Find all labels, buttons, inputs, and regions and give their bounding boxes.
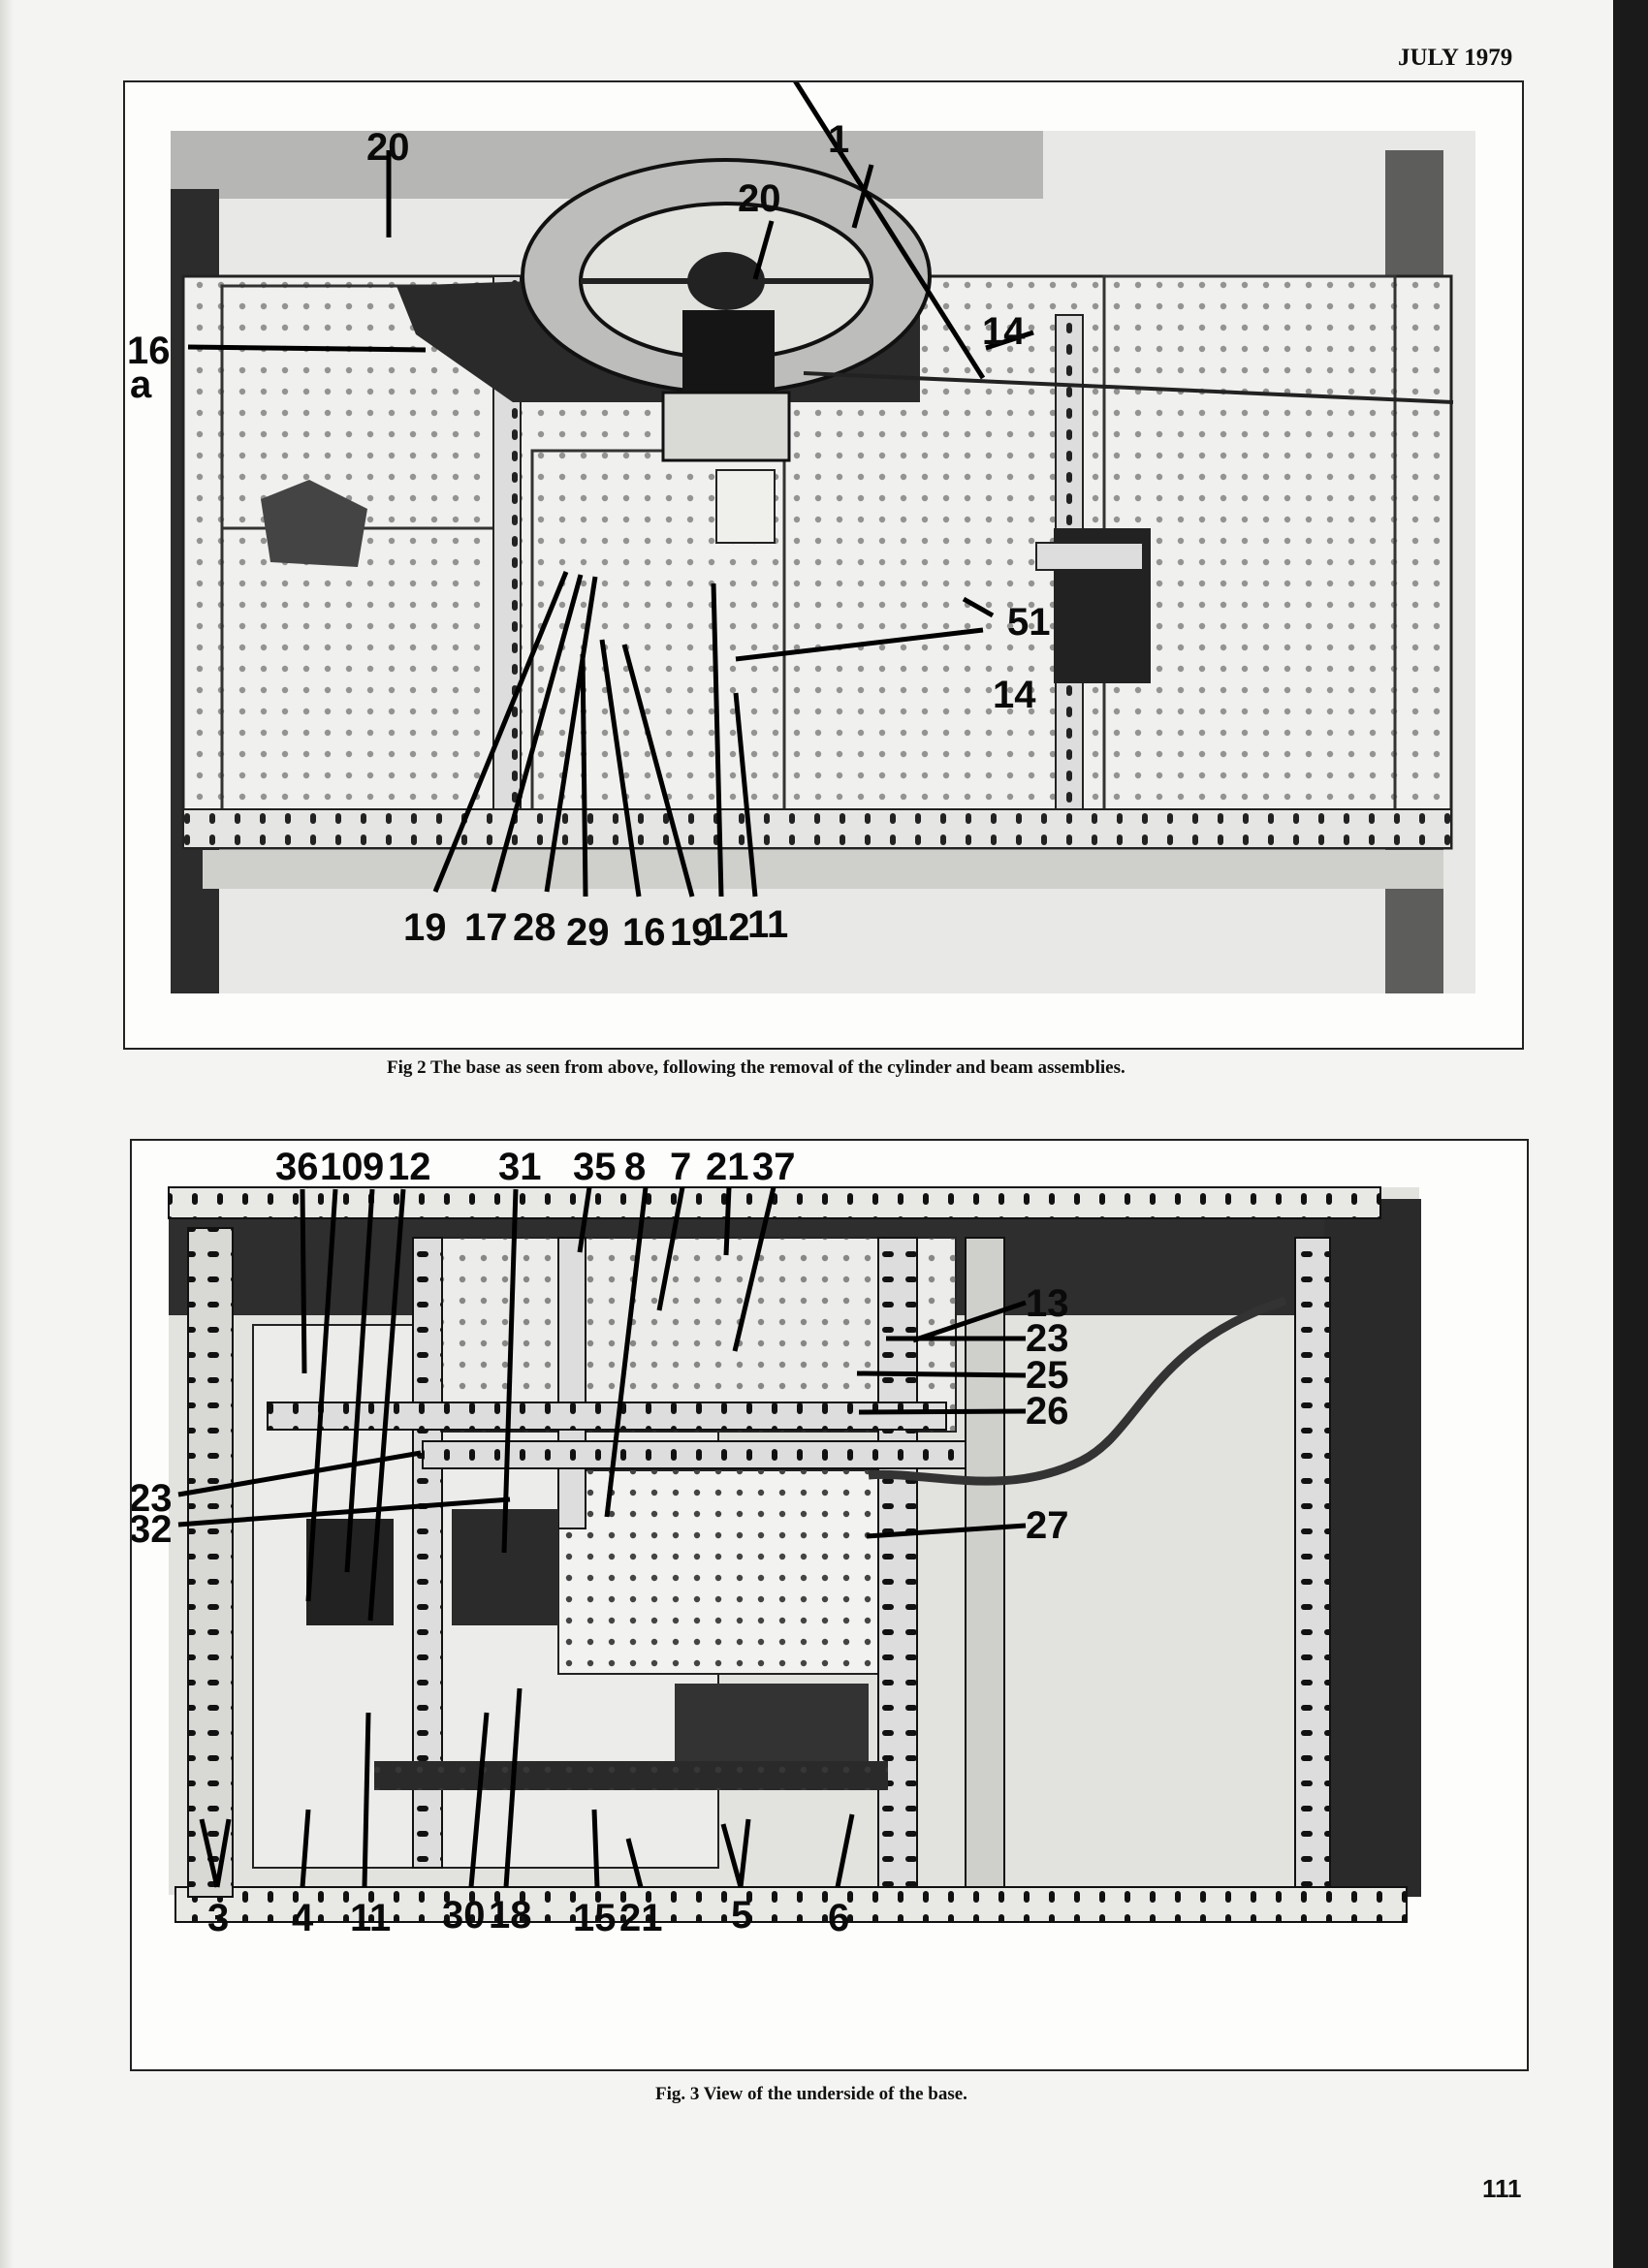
fig3-label-26: 26 (1026, 1390, 1069, 1433)
figure-2-illustration: 20 20 1 14 16 a 51 14 19 17 28 29 16 19 … (127, 82, 1475, 993)
figure-3-photo: 36 10 9 12 31 35 8 7 21 37 13 23 25 26 2… (130, 1139, 1529, 2071)
figure-2-caption: Fig 2 The base as seen from above, follo… (387, 1057, 1125, 1078)
fig2-label-19-right: 19 (670, 911, 713, 954)
fig3-label-13: 13 (1026, 1282, 1069, 1325)
fig3-label-25: 25 (1026, 1354, 1069, 1397)
fig2-label-14-bottom: 14 (993, 674, 1036, 716)
fig3-label-12: 12 (388, 1146, 431, 1188)
fig2-label-16: 16 (622, 911, 666, 954)
fig3-label-5: 5 (731, 1894, 752, 1937)
fig3-label-9: 9 (363, 1146, 384, 1188)
fig2-label-19-left: 19 (403, 906, 447, 949)
fig2-label-20-right: 20 (738, 177, 781, 220)
fig2-label-51: 51 (1007, 601, 1051, 644)
fig3-label-21-bottom: 21 (619, 1897, 663, 1939)
fig2-label-14-top: 14 (982, 310, 1026, 353)
fig3-label-31: 31 (498, 1146, 542, 1188)
fig3-label-23-right: 23 (1026, 1317, 1069, 1360)
fig3-label-3: 3 (207, 1897, 229, 1939)
fig2-label-29: 29 (566, 911, 610, 954)
fig3-label-32: 32 (132, 1508, 173, 1551)
fig2-label-16a: 16 (127, 330, 171, 372)
fig2-label-12: 12 (707, 906, 750, 949)
binding-edge (1613, 0, 1648, 2268)
fig3-label-8: 8 (624, 1146, 646, 1188)
fig3-label-36: 36 (275, 1146, 319, 1188)
fig3-label-7: 7 (670, 1146, 691, 1188)
fig3-label-11: 11 (350, 1897, 391, 1939)
fig2-label-20-left: 20 (366, 126, 410, 169)
fig2-label-16a-suffix: a (130, 363, 152, 406)
fig2-label-17: 17 (464, 906, 508, 949)
figure-3-illustration: 36 10 9 12 31 35 8 7 21 37 13 23 25 26 2… (132, 1146, 1421, 1939)
fig3-label-10: 10 (320, 1146, 364, 1188)
fig2-label-11: 11 (747, 903, 788, 946)
page-gutter-shade (0, 0, 14, 2268)
fig2-label-28: 28 (513, 906, 556, 949)
fig3-label-27: 27 (1026, 1504, 1069, 1547)
figure-2-photo: 20 20 1 14 16 a 51 14 19 17 28 29 16 19 … (123, 80, 1524, 1050)
issue-date: JULY 1979 (1398, 45, 1513, 71)
fig3-label-21-top: 21 (706, 1146, 749, 1188)
fig3-label-30: 30 (442, 1894, 486, 1937)
fig3-label-18: 18 (489, 1894, 532, 1937)
fig3-label-35: 35 (573, 1146, 617, 1188)
fig3-label-15: 15 (573, 1897, 617, 1939)
fig3-label-6: 6 (828, 1897, 849, 1939)
fig2-label-1: 1 (828, 118, 849, 161)
page-number: 111 (1482, 2174, 1522, 2203)
fig3-label-4: 4 (292, 1897, 314, 1939)
fig3-label-37: 37 (752, 1146, 796, 1188)
fig3-label-23-left: 23 (132, 1477, 173, 1520)
figure-3-caption: Fig. 3 View of the underside of the base… (655, 2084, 967, 2104)
